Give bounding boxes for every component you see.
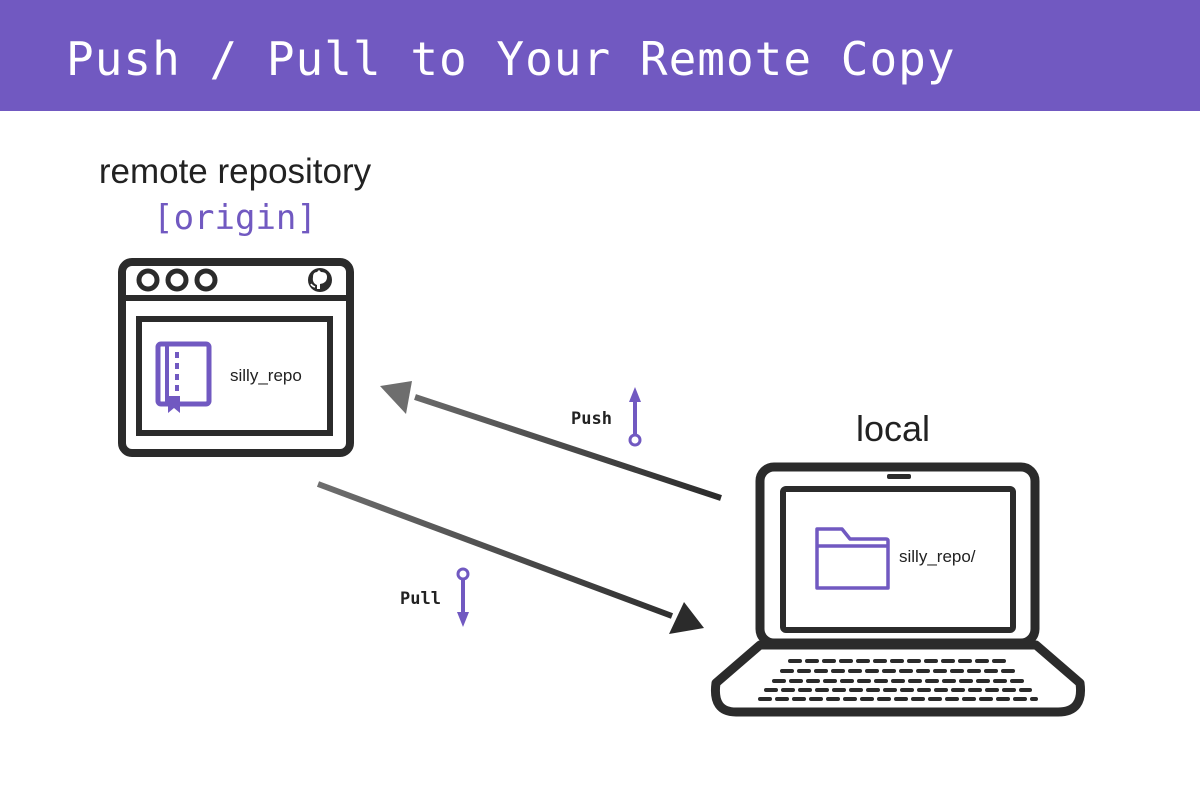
pull-down-icon <box>456 567 470 627</box>
repo-book-icon <box>155 341 212 413</box>
header-bar: Push / Pull to Your Remote Copy <box>0 0 1200 111</box>
local-folder-name: silly_repo/ <box>899 547 976 566</box>
pull-label: Pull <box>400 589 441 609</box>
laptop-icon <box>710 462 1086 717</box>
push-arrow <box>380 381 722 501</box>
keyboard-icon <box>758 659 1038 701</box>
page-title: Push / Pull to Your Remote Copy <box>66 32 956 86</box>
origin-label: [origin] <box>153 198 317 238</box>
browser-window-icon <box>118 258 354 457</box>
push-up-icon <box>628 387 642 447</box>
folder-icon <box>815 527 890 590</box>
remote-repo-name: silly_repo <box>230 366 302 385</box>
remote-repository-label: remote repository <box>98 152 372 191</box>
push-label: Push <box>571 409 612 429</box>
window-dots-icon <box>136 268 218 292</box>
pull-arrow <box>316 481 704 634</box>
local-label: local <box>855 408 931 449</box>
github-icon <box>308 268 332 292</box>
